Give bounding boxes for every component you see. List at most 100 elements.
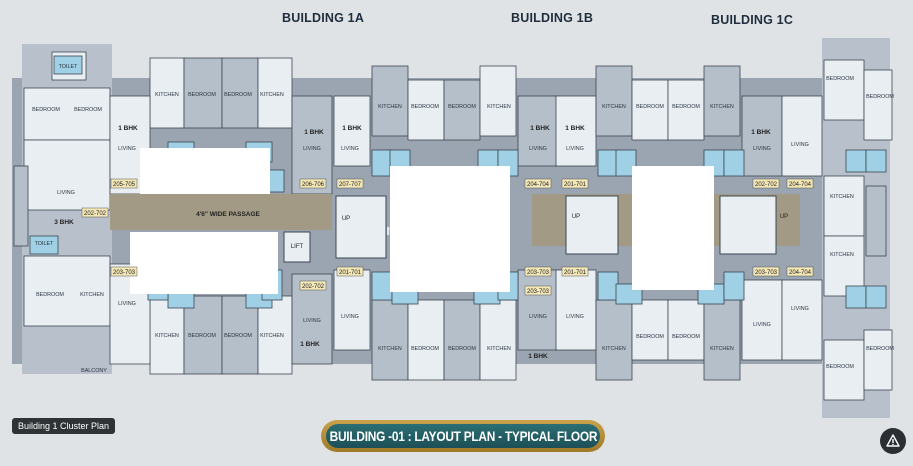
room-block [667, 299, 705, 361]
room-kitchen: KITCHEN [487, 346, 511, 352]
label-3bhk-top: 3 BHK [54, 219, 74, 226]
flat-tag-bg [561, 178, 589, 189]
toilet-block [845, 149, 867, 173]
room-block [595, 65, 633, 137]
room-block [595, 299, 633, 381]
room-bedroom: BEDROOM [224, 92, 252, 98]
room-bedroom: BEDROOM [672, 334, 700, 340]
room-block [371, 65, 409, 137]
room-bedroom: BEDROOM [224, 333, 252, 339]
room-block [555, 95, 597, 167]
flat-tag-bg [81, 207, 109, 218]
room-block [479, 299, 517, 381]
flat-tag-bg [336, 178, 364, 189]
room-kitchen: KITCHEN [260, 92, 284, 98]
room-kitchen: KITCHEN [710, 104, 734, 110]
room-kitchen: KITCHEN [830, 252, 854, 258]
room-bedroom: BEDROOM [411, 104, 439, 110]
room-kitchen: KITCHEN [602, 346, 626, 352]
lift-label: LIFT [291, 244, 304, 250]
flat-tag: 203-703 [113, 270, 136, 276]
room-kitchen: KITCHEN [602, 104, 626, 110]
flat-tag-bg [752, 266, 780, 277]
room-living: LIVING [118, 301, 136, 307]
label-1bhk-b: 1 BHK [304, 129, 324, 136]
room-kitchen: KITCHEN [830, 194, 854, 200]
room-block [823, 339, 865, 401]
flat-tag-bg [299, 178, 327, 189]
room-bedroom: BEDROOM [636, 104, 664, 110]
label-1bhk-d: 1 BHK [530, 125, 550, 132]
flat-tag: 202-702 [302, 284, 325, 290]
room-block [257, 57, 293, 129]
room-bedroom: BEDROOM [636, 334, 664, 340]
flat-tag: 203-703 [755, 270, 778, 276]
room-block [823, 59, 865, 121]
room-block [517, 269, 559, 351]
room-block [865, 185, 887, 257]
flat-tag: 201-701 [564, 270, 587, 276]
label-1bhk-a: 1 BHK [118, 125, 138, 132]
room-block [23, 139, 111, 211]
room-living: LIVING [791, 306, 809, 312]
room-bedroom: BEDROOM [448, 346, 476, 352]
flat-tag-bg [524, 178, 552, 189]
room-living: LIVING [566, 314, 584, 320]
room-block [221, 57, 259, 129]
label-1bhk-g: 1 BHK [300, 341, 320, 348]
flat-tag: 204-704 [789, 270, 812, 276]
flat-tag: 207-707 [339, 182, 362, 188]
room-kitchen: KITCHEN [80, 292, 104, 298]
toilet-block [29, 235, 59, 255]
room-balcony: BALCONY [81, 368, 107, 374]
open-voids [130, 148, 714, 294]
flat-tag-bg [524, 266, 552, 277]
stair-up-1a: UP [342, 216, 350, 222]
room-block [631, 299, 669, 361]
flat-tag: 204-704 [789, 182, 812, 188]
flat-tag-bg [110, 266, 138, 277]
room-living: LIVING [529, 146, 547, 152]
room-labels: BEDROOM BEDROOM LIVING TOILET BEDROOM KI… [32, 64, 894, 374]
room-living: LIVING [529, 314, 547, 320]
room-block [517, 95, 559, 167]
room-block [863, 329, 893, 391]
toilet-block [371, 271, 393, 301]
room-toilet: TOILET [59, 64, 78, 70]
room-living: LIVING [303, 318, 321, 324]
toilet-block [371, 149, 393, 177]
room-block [407, 299, 445, 381]
room-block [703, 299, 741, 381]
passage-label: 4'6" WIDE PASSAGE [196, 211, 260, 218]
toilet-block [865, 149, 887, 173]
flat-tag: 203-703 [527, 270, 550, 276]
room-kitchen: KITCHEN [487, 104, 511, 110]
room-living: LIVING [57, 190, 75, 196]
room-kitchen: KITCHEN [155, 92, 179, 98]
room-block [23, 255, 111, 327]
flat-tag-bg [299, 280, 327, 291]
stair-up-1c: UP [780, 214, 788, 220]
heading-building-1a: BUILDING 1A [282, 11, 364, 25]
room-block [443, 299, 481, 381]
label-1bhk-e: 1 BHK [565, 125, 585, 132]
room-block [741, 95, 783, 177]
room-block [183, 57, 223, 129]
room-block [667, 79, 705, 141]
title-banner-inner: BUILDING -01 : LAYOUT PLAN - TYPICAL FLO… [326, 424, 600, 448]
room-bedroom: BEDROOM [32, 107, 60, 113]
room-kitchen: KITCHEN [260, 333, 284, 339]
room-kitchen: KITCHEN [155, 333, 179, 339]
alert-button[interactable] [880, 428, 906, 454]
toilet-block [865, 285, 887, 309]
room-block [479, 65, 517, 137]
stair-up-1b: UP [572, 214, 580, 220]
flat-tag: 202-702 [84, 211, 107, 217]
room-living: LIVING [303, 146, 321, 152]
flat-tag-bg [561, 266, 589, 277]
room-bedroom: BEDROOM [188, 92, 216, 98]
toilet-block [597, 271, 619, 301]
room-bedroom: BEDROOM [866, 94, 894, 100]
heading-building-1c: BUILDING 1C [711, 13, 793, 27]
toilet-block [615, 149, 637, 177]
